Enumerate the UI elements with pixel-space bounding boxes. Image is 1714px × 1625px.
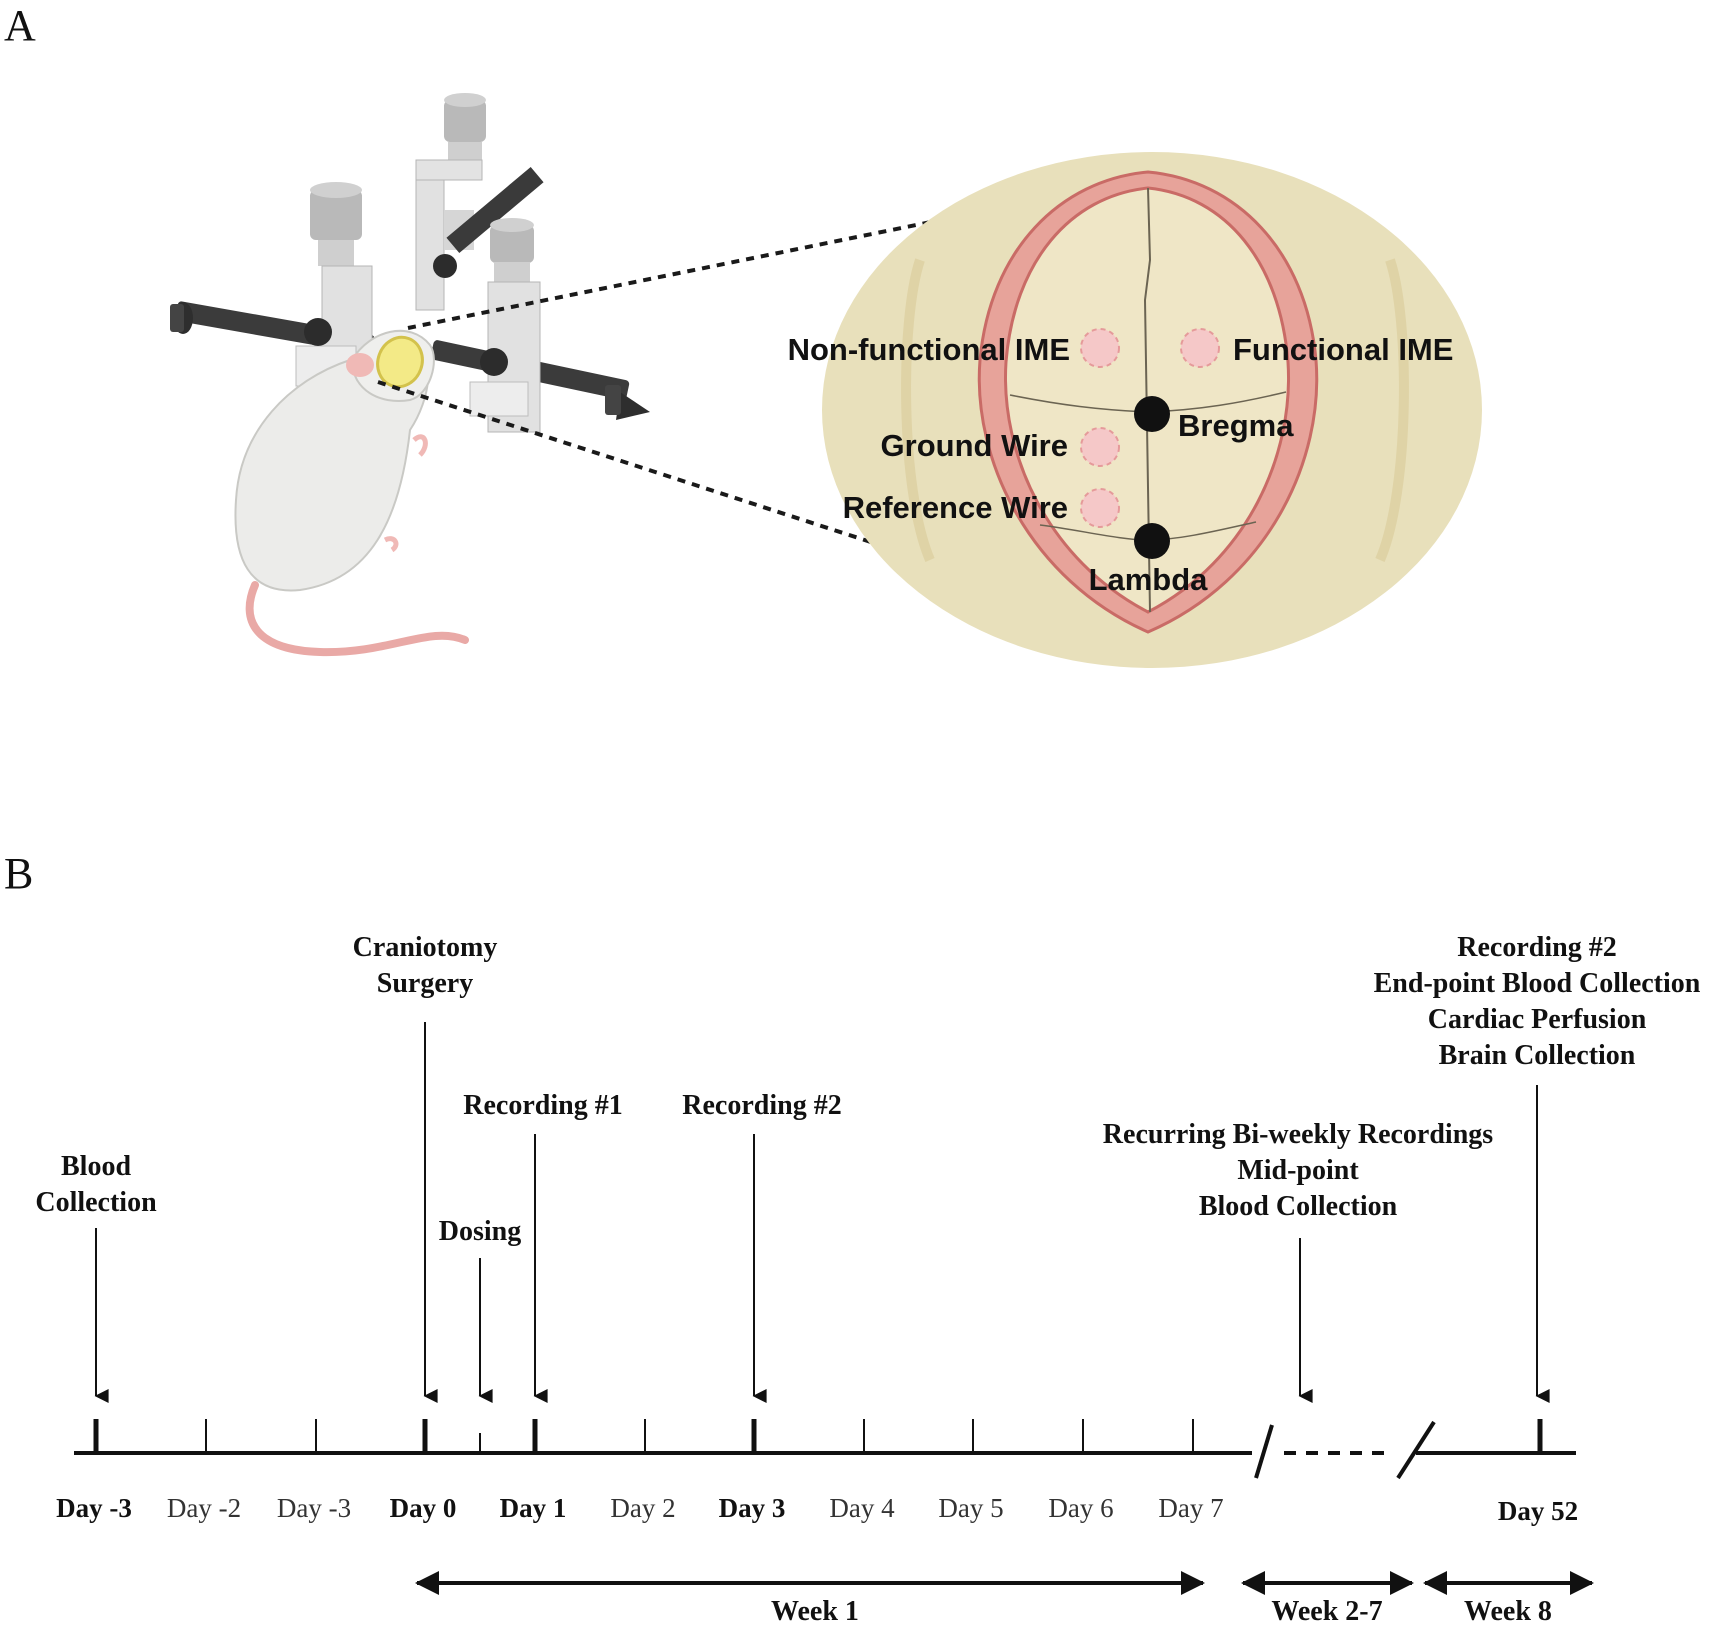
day-label-5: Day 2 <box>610 1493 675 1523</box>
label-ground-wire: Ground Wire <box>881 428 1068 463</box>
event-label-0-line-0: Blood <box>61 1151 131 1182</box>
day-labels: Day -3 Day -2 Day -3 Day 0 Day 1 Day 2 Day 3 Da… <box>56 1493 1578 1526</box>
axis-break-1 <box>1254 1424 1274 1479</box>
bregma-dot <box>1134 396 1170 432</box>
week-label-2: Week 8 <box>1464 1596 1552 1625</box>
axis-break-2 <box>1396 1420 1436 1480</box>
week-label-0: Week 1 <box>771 1596 859 1625</box>
stereotaxic-rat-illustration <box>170 93 650 657</box>
day-label-3: Day 0 <box>390 1493 457 1523</box>
event-label-3-line-0: Recording #1 <box>463 1090 622 1121</box>
day-label-6: Day 3 <box>719 1493 786 1523</box>
reference-wire-site <box>1080 488 1120 528</box>
label-functional-ime: Functional IME <box>1233 332 1453 367</box>
frame-post-center <box>415 93 544 311</box>
event-label-6-line-3: Brain Collection <box>1439 1040 1636 1071</box>
label-bregma: Bregma <box>1178 408 1294 443</box>
day-label-9: Day 6 <box>1048 1493 1113 1523</box>
ground-wire-site <box>1080 427 1120 467</box>
skull-top-view: Non-functional IME Functional IME Bregma… <box>788 152 1482 668</box>
label-lambda: Lambda <box>1089 562 1209 597</box>
lambda-dot <box>1134 523 1170 559</box>
label-non-functional-ime: Non-functional IME <box>788 332 1070 367</box>
event-label-6-line-1: End-point Blood Collection <box>1374 968 1701 999</box>
rat <box>234 329 469 657</box>
day-label-11: Day 52 <box>1498 1496 1578 1526</box>
event-label-1-line-0: Craniotomy <box>353 932 498 963</box>
event-label-5-line-2: Blood Collection <box>1199 1191 1398 1222</box>
event-label-6-line-2: Cardiac Perfusion <box>1428 1004 1647 1035</box>
day-label-0: Day -3 <box>56 1493 132 1523</box>
event-label-1-line-1: Surgery <box>377 968 473 999</box>
day-label-4: Day 1 <box>500 1493 567 1523</box>
timeline-ticks <box>93 1419 1543 1453</box>
timeline: Day -3 Day -2 Day -3 Day 0 Day 1 Day 2 Day 3 Da… <box>35 932 1700 1625</box>
event-label-0-line-1: Collection <box>35 1187 157 1218</box>
week-label-1: Week 2-7 <box>1271 1596 1382 1625</box>
functional-ime-site <box>1180 328 1220 368</box>
event-label-4-line-0: Recording #2 <box>682 1090 841 1121</box>
event-arrows <box>94 1022 1550 1403</box>
frame-post-right <box>469 218 541 433</box>
event-label-6-line-0: Recording #2 <box>1457 932 1616 963</box>
panel-a-letter: A <box>4 1 36 50</box>
event-label-5-line-1: Mid-point <box>1237 1155 1359 1186</box>
label-reference-wire: Reference Wire <box>843 490 1068 525</box>
non-functional-ime-site <box>1080 328 1120 368</box>
day-label-8: Day 5 <box>938 1493 1003 1523</box>
day-label-7: Day 4 <box>829 1493 895 1523</box>
day-label-1: Day -2 <box>167 1493 241 1523</box>
event-label-5-line-0: Recurring Bi-weekly Recordings <box>1103 1119 1493 1150</box>
week-spans: Week 1 Week 2-7 Week 8 <box>415 1571 1594 1625</box>
day-label-2: Day -3 <box>277 1493 351 1523</box>
panel-b-letter: B <box>4 849 33 898</box>
zoom-lines <box>377 176 1149 634</box>
event-label-2-line-0: Dosing <box>439 1216 521 1247</box>
day-label-10: Day 7 <box>1158 1493 1223 1523</box>
